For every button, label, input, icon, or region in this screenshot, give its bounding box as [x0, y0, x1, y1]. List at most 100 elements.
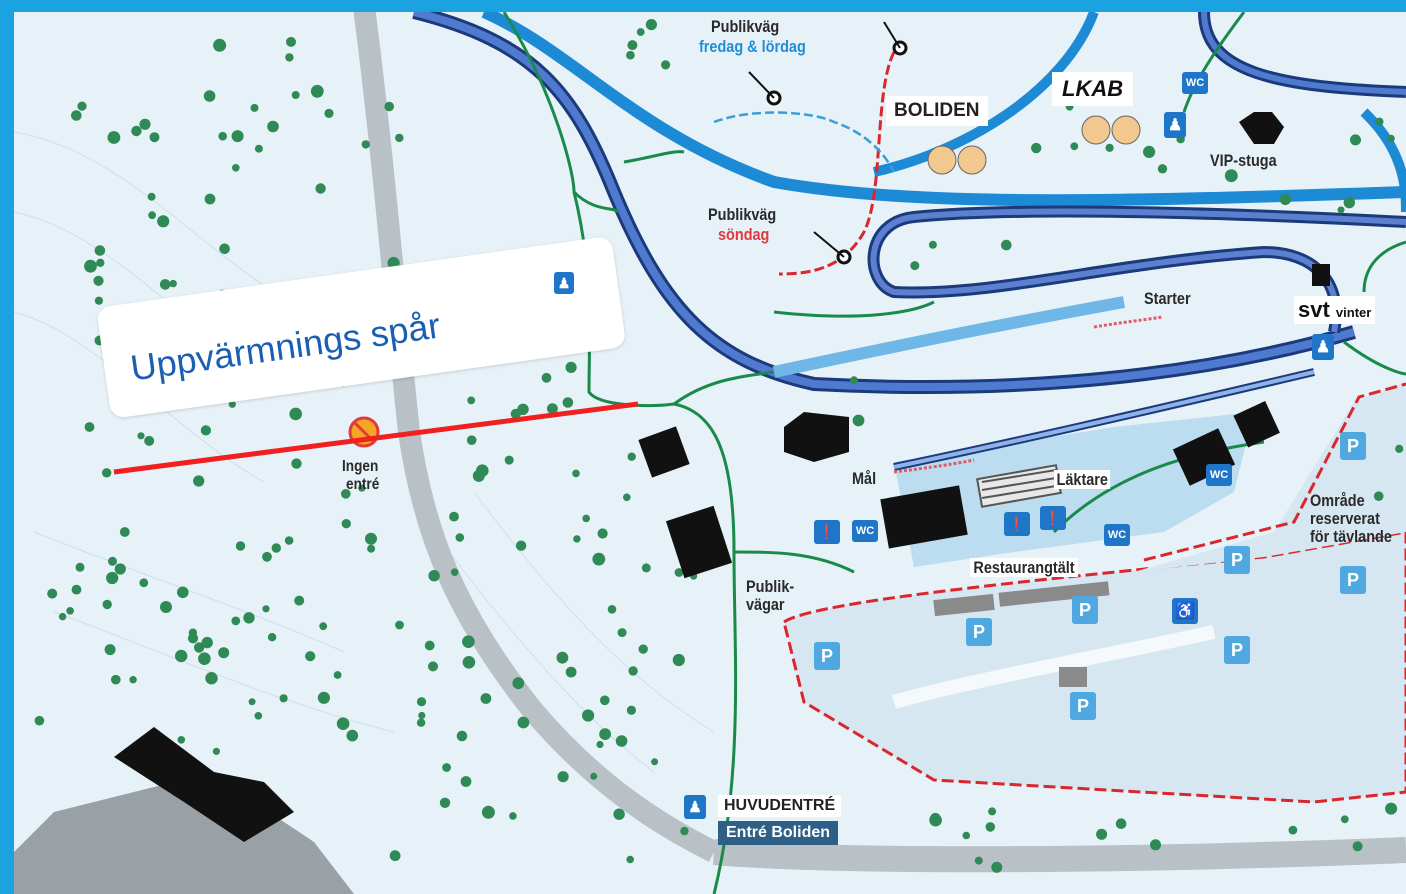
tree	[198, 652, 211, 665]
tree	[104, 644, 116, 656]
label-sondag: söndag	[718, 225, 770, 244]
tree	[1343, 196, 1356, 209]
tree	[94, 296, 103, 305]
tree	[169, 279, 177, 288]
main-road	[353, 12, 719, 862]
tree	[203, 90, 216, 102]
tree	[279, 694, 288, 703]
tree	[573, 535, 581, 543]
parking-icon: P	[1224, 546, 1250, 574]
tree	[607, 605, 617, 614]
tree	[193, 475, 205, 487]
tree	[462, 656, 476, 669]
wc-icon: WC	[852, 520, 878, 542]
tree	[582, 514, 590, 523]
walking-person-icon: ♟	[684, 795, 706, 819]
walking-person-icon: ♟	[554, 272, 574, 294]
tree	[177, 736, 186, 744]
label-starter: Starter	[1144, 289, 1191, 308]
tree	[1288, 825, 1298, 835]
tree	[985, 822, 996, 832]
tree	[71, 110, 82, 121]
walking-person-icon: ♟	[1164, 112, 1186, 138]
wc-icon: WC	[1182, 72, 1208, 94]
main-entrance: ♟ HUVUDENTRÉ Entré Boliden	[684, 795, 842, 845]
tree	[456, 730, 468, 742]
parking-icon: P	[1224, 636, 1250, 664]
tree	[416, 697, 427, 707]
bottom-road	[712, 837, 1406, 873]
parking-icon: P	[814, 642, 840, 670]
tree	[212, 747, 220, 755]
tree	[271, 543, 281, 553]
tree	[139, 118, 151, 130]
competitor-area	[1134, 382, 1406, 572]
tree	[641, 563, 651, 573]
tree	[562, 397, 574, 408]
tree	[450, 568, 459, 576]
tree	[157, 215, 170, 228]
tree	[988, 807, 997, 816]
tree	[218, 131, 227, 141]
tree	[428, 570, 440, 582]
tree	[319, 622, 328, 631]
tree	[285, 53, 294, 62]
tree	[467, 396, 476, 405]
green-trails	[502, 12, 1406, 894]
label-laktare: Läktare	[1054, 470, 1111, 489]
tree	[1375, 117, 1384, 126]
tree	[137, 432, 145, 440]
label-publikvag-2: Publikväg	[708, 205, 777, 224]
tree	[160, 601, 172, 613]
restaurant-icon: ❗	[814, 520, 840, 544]
tree	[460, 776, 472, 787]
tree	[512, 677, 525, 690]
tree	[1373, 491, 1384, 502]
tree	[84, 259, 97, 273]
tree	[114, 563, 126, 575]
tree	[336, 717, 350, 730]
tree	[626, 705, 637, 715]
tree	[1352, 841, 1363, 852]
tree	[102, 599, 112, 610]
tree	[1001, 239, 1012, 251]
tree	[600, 695, 610, 706]
tree	[480, 693, 492, 704]
parking-icon: P	[1340, 566, 1366, 594]
tree	[661, 60, 671, 70]
tree	[262, 605, 270, 613]
label-publikvag-1: Publikväg	[711, 17, 780, 36]
tree	[201, 636, 213, 649]
tree	[680, 826, 689, 836]
tree	[852, 414, 865, 427]
tree	[75, 562, 85, 572]
tree	[928, 240, 937, 249]
tree	[205, 672, 218, 685]
tree	[582, 709, 595, 722]
tree	[515, 540, 527, 551]
trees	[34, 19, 1404, 873]
tree	[439, 797, 451, 808]
tree	[175, 649, 188, 663]
tree	[597, 528, 608, 539]
tree	[1395, 444, 1404, 453]
parking-icon: P	[1340, 432, 1366, 460]
tree	[547, 403, 558, 414]
tree	[638, 644, 648, 654]
label-entre: entré	[346, 476, 380, 493]
tree	[291, 91, 300, 99]
tree	[1224, 169, 1238, 183]
tree	[131, 125, 142, 137]
warmup-track-line	[113, 401, 639, 475]
tree	[672, 653, 685, 667]
tree	[850, 376, 858, 384]
tree	[929, 813, 942, 827]
tree	[565, 361, 577, 373]
tree	[346, 729, 359, 742]
tree	[94, 245, 106, 256]
tree	[449, 511, 459, 522]
tree	[1096, 828, 1108, 840]
grey-blocks-1	[933, 593, 995, 617]
tree	[674, 568, 684, 577]
tree	[139, 578, 149, 588]
